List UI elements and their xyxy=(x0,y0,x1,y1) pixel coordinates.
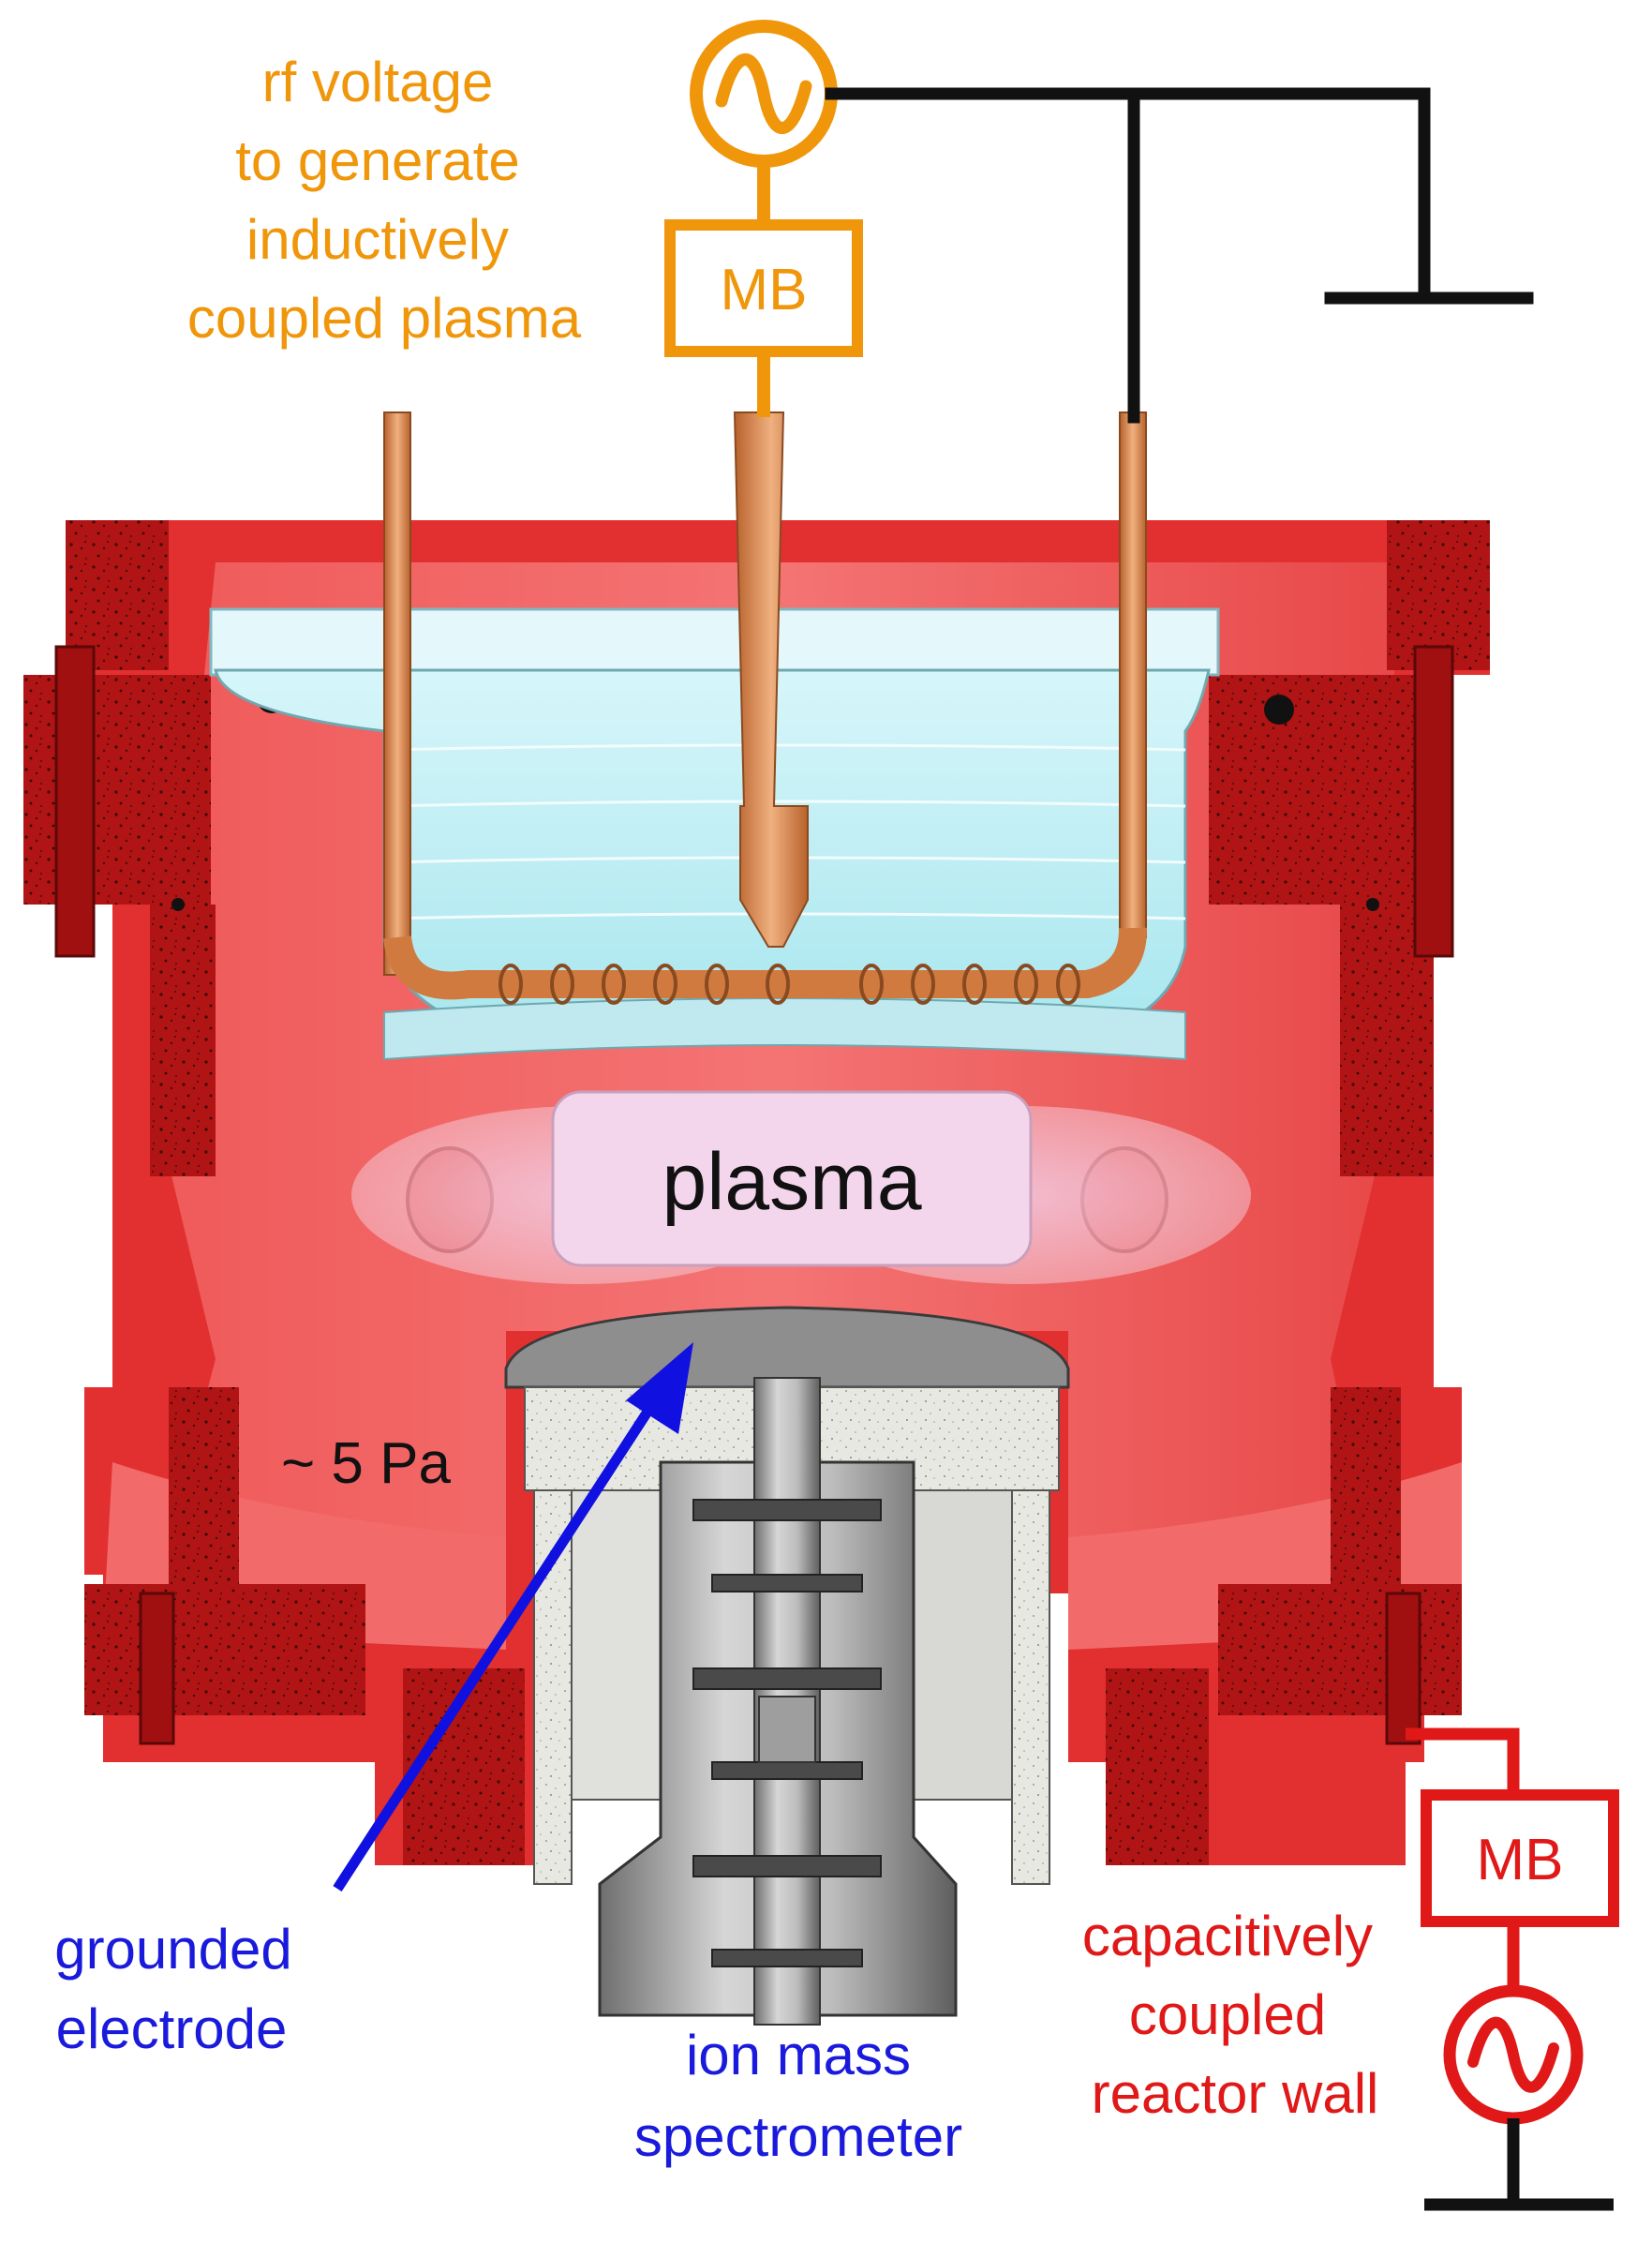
grounded-electrode-label: grounded electrode xyxy=(54,1918,292,2060)
plasma-label: plasma xyxy=(662,1137,921,1227)
left-base-flange xyxy=(84,1584,365,1715)
svg-text:grounded: grounded xyxy=(54,1918,292,1981)
left-clamp-block xyxy=(23,675,211,905)
plasma-region: plasma xyxy=(351,1090,1251,1284)
right-lower-wall xyxy=(1331,1387,1401,1612)
grounded-electrode-cap xyxy=(504,1306,1070,1389)
matchbox-bottom xyxy=(1421,1789,1619,1927)
sine-wave-source-icon xyxy=(1467,2016,1559,2093)
right-flange-top xyxy=(1387,520,1490,670)
svg-text:spectrometer: spectrometer xyxy=(634,2105,962,2168)
sine-wave-source-icon xyxy=(715,53,812,134)
left-flange-top xyxy=(66,520,169,670)
ground-wire-bottom xyxy=(1424,2118,1614,2211)
svg-text:ion mass: ion mass xyxy=(686,2024,911,2086)
svg-text:coupled plasma: coupled plasma xyxy=(187,287,582,350)
electrode-assembly xyxy=(504,1306,1070,2026)
right-clamp-block xyxy=(1209,675,1424,905)
right-base-flange xyxy=(1218,1584,1462,1715)
matchbox-top-label: MB xyxy=(721,258,808,322)
svg-text:reactor wall: reactor wall xyxy=(1092,2062,1379,2125)
left-lower-wall xyxy=(169,1387,239,1612)
ion-mass-spectrometer-label: ion mass spectrometer xyxy=(634,2024,962,2168)
plasma-box xyxy=(551,1090,1033,1267)
left-wall-column xyxy=(150,905,216,1176)
svg-text:electrode: electrode xyxy=(56,1997,288,2060)
capacitive-wall-label: capacitively coupled reactor wall xyxy=(1082,1905,1378,2125)
top-rf-circuit xyxy=(664,20,863,417)
grounded-electrode-arrow xyxy=(333,1342,693,1892)
bottom-rf-circuit xyxy=(1406,1727,1619,2125)
svg-text:to generate: to generate xyxy=(235,129,520,192)
svg-text:rf voltage: rf voltage xyxy=(262,51,494,113)
quartz-window xyxy=(209,607,1220,1061)
right-foot xyxy=(1106,1668,1209,1865)
pressure-label: ~ 5 Pa xyxy=(281,1431,451,1496)
svg-text:coupled: coupled xyxy=(1129,1983,1326,2046)
svg-text:inductively: inductively xyxy=(246,208,509,271)
flange-bolts xyxy=(54,645,1454,1745)
ground-wire-top xyxy=(825,87,1534,424)
matchbox-bottom-label: MB xyxy=(1477,1828,1564,1892)
rf-voltage-label: rf voltage to generate inductively coupl… xyxy=(187,51,582,350)
svg-text:capacitively: capacitively xyxy=(1082,1905,1373,1967)
induction-coil xyxy=(383,411,1147,1005)
